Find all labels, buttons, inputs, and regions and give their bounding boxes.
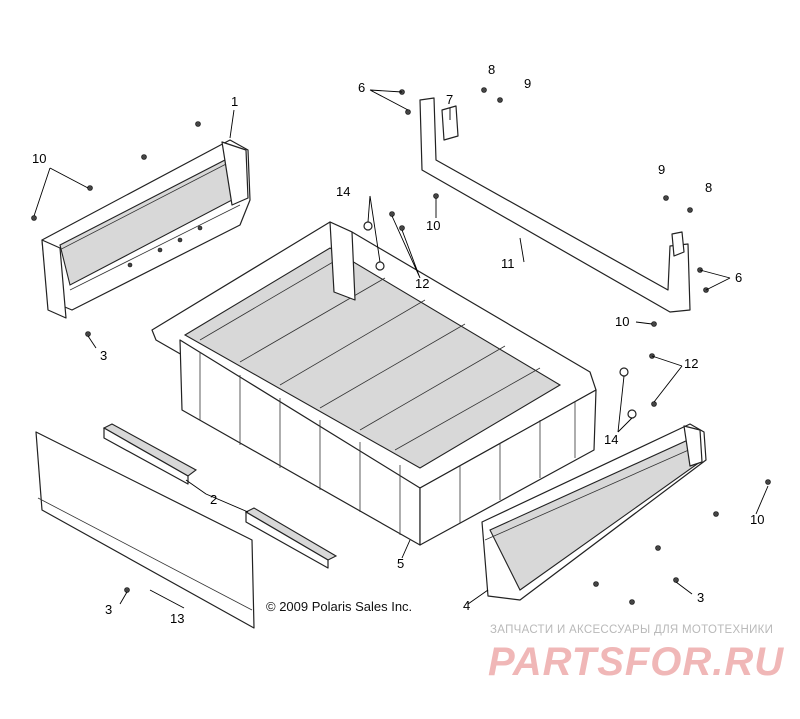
front-panel-part-1	[41, 139, 251, 319]
copyright-notice: © 2009 Polaris Sales Inc.	[266, 599, 413, 614]
side-rail-part-11	[419, 97, 691, 313]
callout-10: 10	[426, 218, 440, 233]
callout-2: 2	[210, 492, 217, 507]
callout-7: 7	[446, 92, 453, 107]
tailgate-panel-part-13	[35, 431, 255, 629]
callout-6: 6	[735, 270, 742, 285]
callout-3: 3	[100, 348, 107, 363]
callout-9: 9	[524, 76, 531, 91]
callout-labels: 1 2 3 3 3 4 5 6 6 7 8 8 9 9 10 10 10 10 …	[32, 62, 764, 626]
callout-6: 6	[358, 80, 365, 95]
callout-5: 5	[397, 556, 404, 571]
leader-lines	[33, 89, 769, 609]
callout-14: 14	[604, 432, 618, 447]
watermark-caption: ЗАПЧАСТИ И АКСЕССУАРЫ ДЛЯ МОТОТЕХНИКИ	[490, 624, 774, 636]
callout-13: 13	[170, 611, 184, 626]
callout-1: 1	[231, 94, 238, 109]
foam-strips-part-2	[102, 423, 338, 569]
callout-10: 10	[750, 512, 764, 527]
callout-11: 11	[501, 256, 515, 271]
callout-10: 10	[615, 314, 629, 329]
callout-10: 10	[32, 151, 46, 166]
callout-12: 12	[684, 356, 698, 371]
callout-8: 8	[488, 62, 495, 77]
callout-3: 3	[105, 602, 112, 617]
callout-4: 4	[463, 598, 470, 613]
watermark-logo: PARTSFOR.RU	[488, 640, 785, 684]
callout-12: 12	[415, 276, 429, 291]
callout-3: 3	[697, 590, 704, 605]
callout-9: 9	[658, 162, 665, 177]
callout-14: 14	[336, 184, 350, 199]
side-panel-part-4	[481, 423, 707, 601]
bed-tub-part-5	[151, 221, 597, 546]
callout-8: 8	[705, 180, 712, 195]
